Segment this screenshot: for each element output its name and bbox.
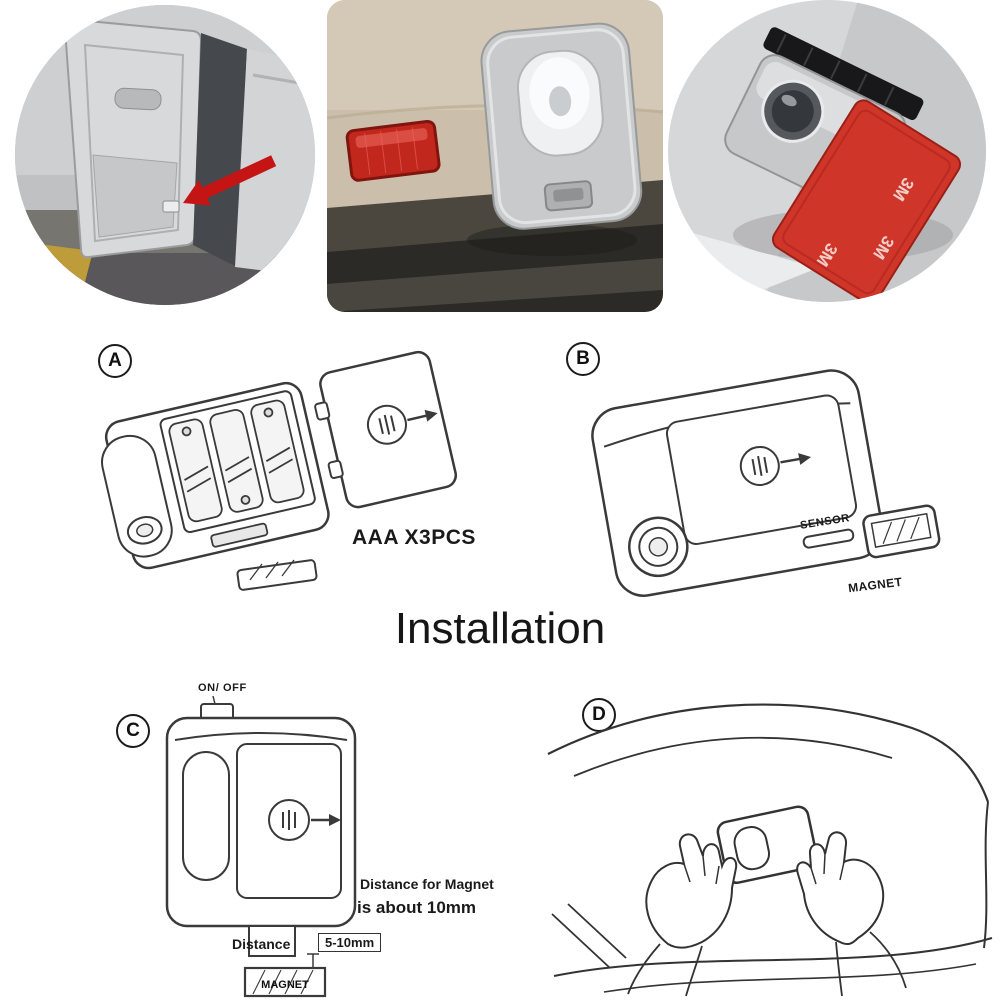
light-unit-small [716,805,819,885]
magnet-plate [236,559,318,591]
step-d-badge: D [582,698,616,732]
door-opening-shadow [193,33,247,267]
battery-cover-plate [314,350,458,509]
battery-type-caption: AAA X3PCS [352,526,476,549]
lens-column [182,751,230,881]
unit-front-view [165,703,357,998]
red-door-reflector [345,119,441,182]
arrow-icon [329,814,341,826]
magnet-block [243,966,327,998]
sensor-slot [802,528,855,549]
car-door-open-photo [15,5,315,305]
diagram-c-distance: MAGNET [165,695,357,998]
left-hand [627,833,738,997]
magnet-distance-note-line2: is about 10mm [357,898,477,917]
diagram-a-battery-install [101,350,458,591]
mount-stem [248,925,296,957]
door-handle [114,87,162,111]
magnet-distance-note-line1: Distance for Magnet [360,876,494,892]
aaa-batteries [168,399,305,523]
step-c-badge: C [116,714,150,748]
distance-label: Distance [232,936,291,952]
car-door-frame-lines [547,703,993,993]
red-3m-pad: 3M 3M 3M [771,99,962,302]
unit-with-pad: 3M 3M 3M [724,27,962,302]
light-installed-photo [327,0,663,312]
red-arrow-icon [183,155,277,206]
adhesive-pad-photo: 3M 3M 3M [668,0,986,302]
right-hand [796,831,907,997]
diagram-d-mounting [547,703,993,997]
on-off-label: ON/ OFF [198,682,247,694]
mounted-light-spot [162,200,180,213]
step-b-badge: B [566,342,600,376]
step-a-badge: A [98,344,132,378]
magnet-tray [862,504,941,559]
arrow-icon [424,409,438,422]
projector-light-unit [480,22,643,230]
installed-light-illustration [327,0,663,312]
arrow-icon [798,453,812,465]
page-title: Installation [394,604,606,653]
battery-unit-open [101,381,330,570]
adhesive-pad-illustration: 3M 3M 3M [668,0,986,302]
magnet-label-c: MAGNET [261,979,309,991]
open-door-panel [63,17,203,259]
diagram-b-sensor-magnet [591,369,941,597]
car-body [235,49,315,277]
closed-unit [591,369,941,597]
car-door-open-illustration [15,5,315,305]
liner-strip [763,27,924,120]
distance-value-box: 5-10mm [318,933,382,952]
